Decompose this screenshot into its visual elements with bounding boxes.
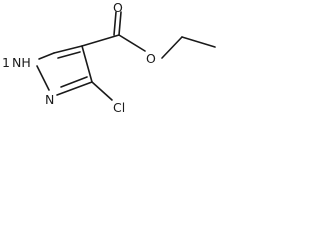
- label-h-prefix: 1: [2, 55, 10, 70]
- chemical-structure-diagram: 1 NH N Cl O O: [0, 0, 224, 144]
- bond-c3-n2-inner: [60, 76, 88, 88]
- bond-c5-c4-inner: [57, 51, 81, 59]
- bond-carbonyl-2: [113, 11, 117, 36]
- bond-n2-n1: [36, 65, 50, 91]
- bond-carbonyl-1: [118, 11, 122, 36]
- bond-n1-c5: [38, 52, 55, 60]
- label-nh: NH: [12, 55, 31, 70]
- bond-c3-cl: [91, 81, 113, 101]
- label-n: N: [45, 92, 54, 107]
- bond-c4-ccarbonyl: [81, 34, 120, 47]
- bond-c3-n2: [56, 81, 93, 96]
- bond-c5-c4: [53, 45, 83, 54]
- label-o-carbonyl: O: [113, 0, 123, 15]
- molecule-svg: 1 NH N Cl O O: [2, 0, 216, 115]
- bond-ch2-ch3: [181, 36, 216, 48]
- label-cl: Cl: [113, 100, 125, 115]
- bond-c4-c3: [81, 45, 93, 83]
- label-o-ester: O: [146, 51, 156, 66]
- bond-ccarbonyl-oester: [118, 34, 146, 52]
- bond-oester-ch2: [161, 36, 183, 59]
